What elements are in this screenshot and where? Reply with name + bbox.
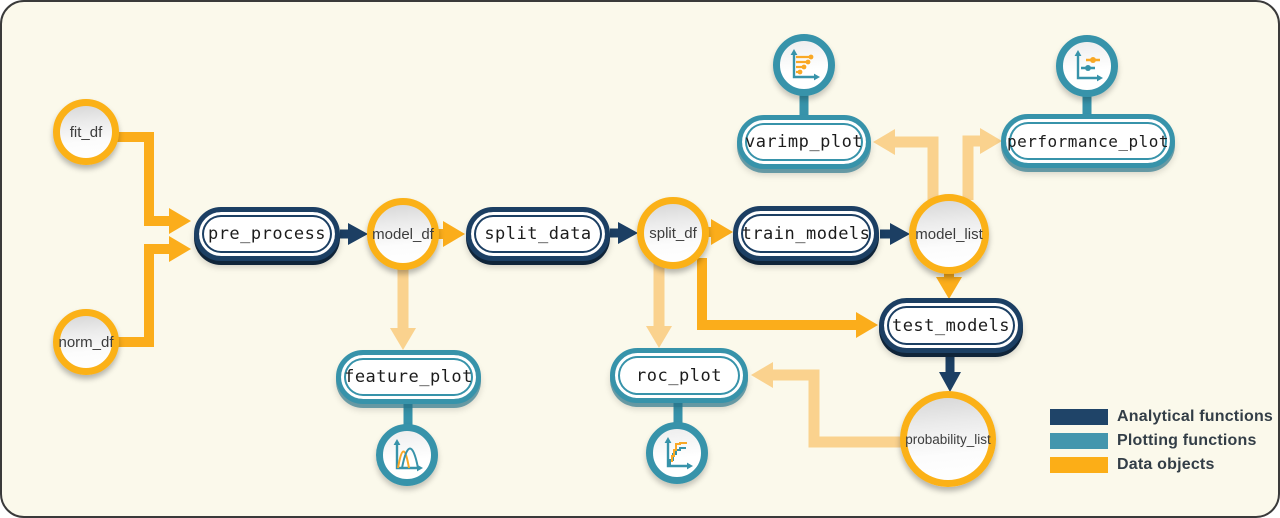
edge-model-list-to-varimp-plot (890, 136, 939, 200)
edge-model-list-to-performance-plot (962, 135, 984, 200)
edge-norm-df-to-pre-process (114, 244, 174, 347)
node-test-models: test_models (879, 298, 1023, 353)
varimp-icon-circle (773, 34, 835, 96)
legend-row-data-objects: Data objects (1050, 456, 1273, 474)
node-pre-process: pre_process (194, 207, 340, 261)
node-performance-plot: performance_plot (1001, 114, 1175, 168)
legend-swatch-plotting (1050, 433, 1108, 449)
legend-swatch-analytical (1050, 409, 1108, 425)
node-train-models: train_models (733, 206, 879, 261)
legend-row-analytical: Analytical functions (1050, 408, 1273, 426)
dot-whisker-chart-icon (1074, 50, 1103, 82)
node-label: pre_process (207, 224, 327, 244)
node-varimp-plot: varimp_plot (737, 115, 871, 169)
node-label: varimp_plot (744, 132, 864, 152)
node-roc-plot: roc_plot (610, 348, 748, 403)
legend-label: Plotting functions (1117, 432, 1257, 449)
node-label: model_df (372, 225, 434, 243)
node-label: test_models (891, 315, 1011, 336)
node-label: split_data (484, 224, 592, 244)
node-label: feature_plot (344, 367, 473, 387)
node-feature-plot: feature_plot (336, 350, 481, 404)
lollipop-bar-chart-icon (790, 49, 820, 81)
legend-label: Analytical functions (1117, 408, 1274, 425)
node-model-list: model_list (909, 194, 989, 274)
roc-icon-circle (646, 422, 708, 484)
node-label: train_models (741, 223, 871, 244)
node-label: performance_plot (1006, 131, 1170, 151)
legend: Analytical functions Plotting functions … (1050, 408, 1273, 474)
node-label: norm_df (58, 333, 114, 351)
node-probability-list: probability_list (900, 391, 996, 487)
node-fit-df: fit_df (53, 99, 119, 165)
edge-probability-list-to-roc-plot (768, 369, 902, 448)
pale-arrowheads (390, 128, 1002, 388)
node-label: fit_df (69, 123, 103, 141)
step-roc-curve-chart-icon (664, 437, 693, 470)
node-model-df: model_df (367, 198, 439, 270)
node-norm-df: norm_df (53, 309, 119, 375)
navy-arrowheads (348, 222, 961, 392)
node-label: split_df (649, 224, 697, 242)
performance-icon-circle (1056, 35, 1118, 97)
node-label: model_list (915, 225, 983, 243)
legend-row-plotting: Plotting functions (1050, 432, 1273, 450)
orange-arrowheads (169, 208, 962, 338)
legend-label: Data objects (1117, 456, 1215, 473)
legend-swatch-data-objects (1050, 457, 1108, 473)
node-label: roc_plot (636, 365, 722, 386)
node-label: probability_list (905, 431, 991, 447)
feature-icon-circle (376, 424, 438, 486)
node-split-df: split_df (637, 197, 709, 269)
edge-fit-df-to-pre-process (114, 132, 174, 226)
edge-split-df-to-test-models (697, 258, 860, 330)
node-split-data: split_data (466, 207, 610, 261)
density-curves-chart-icon (393, 439, 423, 472)
